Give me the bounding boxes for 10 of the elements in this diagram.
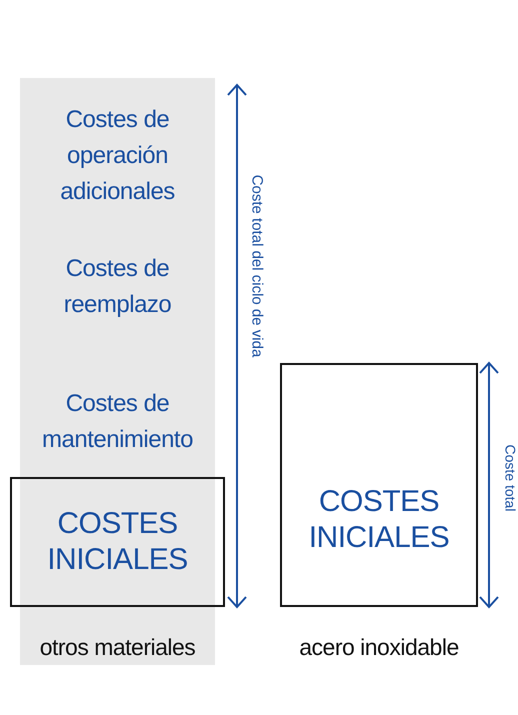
cost-label: Costes de operación adicionales — [59, 105, 176, 207]
column-label: otros materiales — [38, 633, 196, 662]
cost-label: COSTES INICIALES — [308, 484, 450, 556]
cost-label: Costes de reemplazo — [62, 254, 172, 320]
cost-box — [10, 477, 225, 607]
cost-box — [280, 363, 478, 607]
cost-label: Costes de mantenimiento — [41, 388, 194, 454]
cost-label: COSTES INICIALES — [46, 506, 189, 578]
column-label: acero inoxidable — [298, 633, 460, 662]
dimension-label: Coste total — [502, 444, 518, 512]
